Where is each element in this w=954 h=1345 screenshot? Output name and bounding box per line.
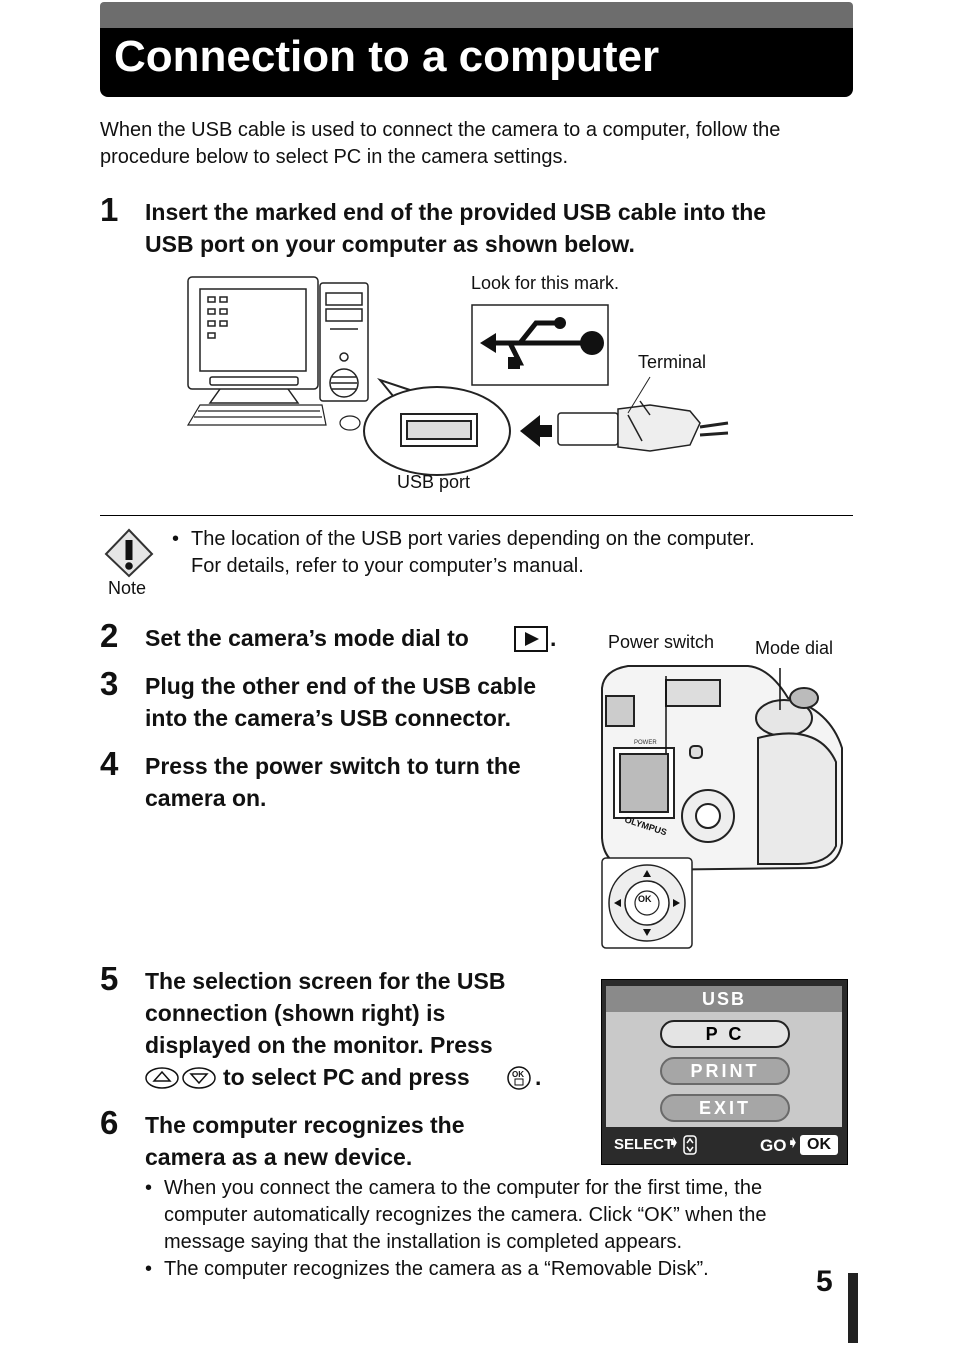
step-5-number: 5 xyxy=(100,960,119,997)
note-line2: For details, refer to your computer’s ma… xyxy=(191,555,584,577)
note-bullet: • xyxy=(172,528,180,550)
bullet-1-dot: • xyxy=(145,1177,153,1199)
power-text: POWER xyxy=(634,740,657,746)
step-5-text-line3: displayed on the monitor. Press xyxy=(145,1032,493,1058)
step-5-text-line2: connection (shown right) is xyxy=(145,1000,446,1026)
step-4-text-line1: Press the power switch to turn the xyxy=(145,753,521,779)
step-3-text-line2: into the camera’s USB connector. xyxy=(145,705,511,731)
usb-screen-header: USB xyxy=(606,986,842,1012)
keyboard-icon xyxy=(186,404,361,431)
pad-ok-text: OK xyxy=(638,894,652,904)
step-4-number: 4 xyxy=(100,745,119,782)
step-3-number: 3 xyxy=(100,665,119,702)
computer-usb-illustration xyxy=(186,276,729,476)
title-banner-top xyxy=(100,2,853,29)
bullet-2-dot: • xyxy=(145,1258,153,1280)
insert-arrow-icon xyxy=(520,415,552,447)
step-1-text-line1: Insert the marked end of the provided US… xyxy=(145,199,767,225)
footer-select-arrow-icon: ➧ xyxy=(668,1134,680,1150)
usb-mark-icon xyxy=(471,304,609,386)
note-label: Note xyxy=(108,578,147,598)
step-2-text: Set the camera’s mode dial to xyxy=(145,625,469,651)
arrow-pad-zoom-icon: OK xyxy=(601,857,693,949)
pc-tower-icon xyxy=(319,282,369,402)
bullet-1-line3: message saying that the installation is … xyxy=(164,1231,683,1253)
page-number: 5 xyxy=(816,1265,833,1298)
usb-option-print[interactable]: PRINT xyxy=(660,1057,790,1085)
terminal-label: Terminal xyxy=(638,352,707,372)
step-3-text-line1: Plug the other end of the USB cable xyxy=(145,673,537,699)
up-down-buttons-icon xyxy=(145,1067,216,1089)
step-5-text-line1: The selection screen for the USB xyxy=(145,968,506,994)
step-2-text-end: . xyxy=(550,625,557,651)
mode-dial-label: Mode dial xyxy=(755,638,834,658)
usb-screen-footer: SELECT ➧ GO ➧ OK xyxy=(606,1131,842,1159)
page-title: Connection to a computer xyxy=(114,32,660,81)
note-warning-icon xyxy=(104,528,154,578)
step-4-text-line2: camera on. xyxy=(145,785,267,811)
step-2-number: 2 xyxy=(100,617,119,654)
playback-mode-icon xyxy=(514,626,548,652)
usb-port-callout xyxy=(363,377,511,476)
step-5-text-line4: to select PC and press xyxy=(223,1064,470,1090)
bullet-2-line1: The computer recognizes the camera as a … xyxy=(164,1258,709,1280)
step-5-text-end: . xyxy=(535,1064,542,1090)
footer-ok-badge: OK xyxy=(800,1135,838,1155)
bullet-1-line2: computer automatically recognizes the ca… xyxy=(164,1204,767,1226)
usb-option-exit[interactable]: EXIT xyxy=(660,1094,790,1122)
footer-go-arrow-icon: ➧ xyxy=(787,1134,799,1150)
terminal-pointer xyxy=(627,376,651,414)
camera-illustration: OLYMPUS POWER OK xyxy=(601,665,843,949)
usb-option-pc[interactable]: P C xyxy=(660,1020,790,1048)
ok-button-icon: OK xyxy=(507,1066,531,1090)
bullet-1-line1: When you connect the camera to the compu… xyxy=(164,1177,763,1199)
step-6-number: 6 xyxy=(100,1104,119,1141)
footer-updown-icon xyxy=(683,1135,697,1155)
step-6-text-line2: camera as a new device. xyxy=(145,1144,413,1170)
note-line1: The location of the USB port varies depe… xyxy=(191,528,755,550)
section-divider xyxy=(100,515,853,516)
footer-go-text: GO xyxy=(760,1136,787,1155)
step-1-text-line2: USB port on your computer as shown below… xyxy=(145,231,635,257)
title-banner xyxy=(100,28,853,97)
look-for-mark-label: Look for this mark. xyxy=(471,273,620,293)
footer-select-text: SELECT xyxy=(614,1136,674,1153)
monitor-icon xyxy=(187,276,319,404)
usb-port-label: USB port xyxy=(397,472,471,492)
usb-plug-icon xyxy=(557,400,729,452)
step-6-text-line1: The computer recognizes the xyxy=(145,1112,465,1138)
intro-paragraph: When the USB cable is used to connect th… xyxy=(100,119,781,168)
page-edge-bar xyxy=(848,1273,858,1343)
ok-button-text: OK xyxy=(512,1070,524,1079)
step-1-number: 1 xyxy=(100,191,119,228)
power-switch-label: Power switch xyxy=(608,632,715,652)
